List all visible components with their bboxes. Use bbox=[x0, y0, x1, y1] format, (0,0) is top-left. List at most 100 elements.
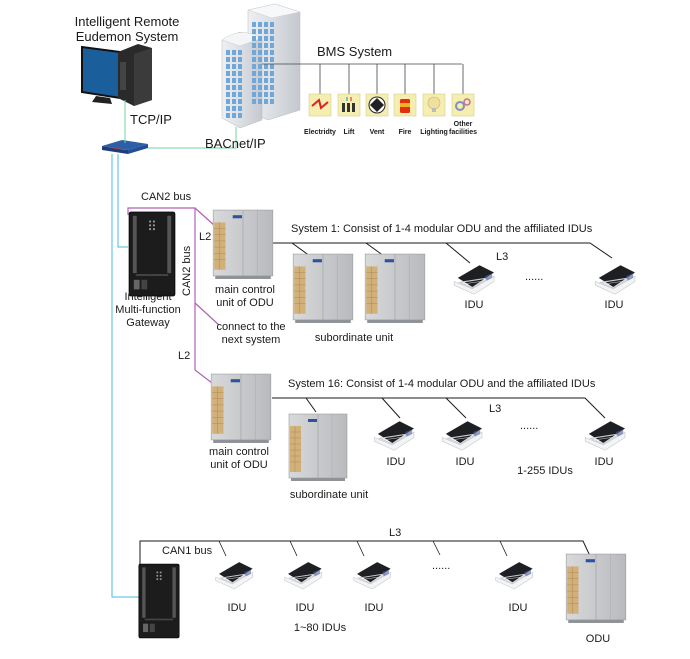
window bbox=[270, 22, 274, 27]
window bbox=[252, 78, 256, 83]
window bbox=[238, 99, 242, 104]
window bbox=[238, 64, 242, 69]
gateway-link-2 bbox=[117, 154, 128, 248]
idu-label: IDU bbox=[508, 602, 528, 614]
can2-bus-vertical-label: CAN2 bus bbox=[181, 245, 193, 296]
bms-item-label: Fire bbox=[398, 129, 412, 136]
elevator-icon bbox=[337, 93, 361, 117]
can1-bus-label: CAN1 bus bbox=[162, 545, 213, 557]
gateway-label-line1: Intelligent bbox=[124, 291, 172, 303]
system1-ellipsis: ...... bbox=[525, 271, 544, 283]
system1-bus-line bbox=[272, 242, 613, 259]
gears-icon bbox=[451, 93, 475, 117]
window bbox=[226, 113, 230, 118]
window bbox=[270, 99, 274, 104]
system16-ellipsis: ...... bbox=[520, 420, 539, 432]
bms-item-label: Vent bbox=[369, 129, 385, 136]
window bbox=[252, 22, 256, 27]
can1-ellipsis: ...... bbox=[432, 560, 451, 572]
window bbox=[252, 36, 256, 41]
can2-bus-line bbox=[127, 207, 196, 370]
bms-item-label: Other facilities bbox=[448, 121, 478, 136]
window bbox=[264, 85, 268, 90]
window bbox=[270, 71, 274, 76]
window bbox=[252, 64, 256, 69]
window bbox=[258, 78, 262, 83]
l2-label: L2 bbox=[199, 231, 212, 243]
window bbox=[238, 78, 242, 83]
window bbox=[226, 71, 230, 76]
idu-icon bbox=[495, 561, 534, 590]
window bbox=[226, 57, 230, 62]
window bbox=[226, 106, 230, 111]
window bbox=[238, 50, 242, 55]
window bbox=[252, 85, 256, 90]
idu-label: IDU bbox=[604, 299, 624, 311]
odu-main-system16-icon bbox=[210, 373, 272, 444]
idu-label: IDU bbox=[594, 456, 614, 468]
window bbox=[258, 99, 262, 104]
window bbox=[270, 78, 274, 83]
can1-bus-line bbox=[139, 540, 591, 565]
idu-icon bbox=[584, 420, 626, 451]
idu-label: IDU bbox=[386, 456, 406, 468]
idu-icon bbox=[594, 264, 636, 295]
odu-sub-system16-icon bbox=[288, 413, 348, 482]
system16-subordinate-label: subordinate unit bbox=[289, 489, 369, 501]
window bbox=[232, 113, 236, 118]
can2-to-odu1 bbox=[194, 207, 216, 227]
window bbox=[264, 71, 268, 76]
connection-lines bbox=[111, 63, 613, 598]
window bbox=[270, 57, 274, 62]
window bbox=[258, 29, 262, 34]
can1-l3-label: L3 bbox=[389, 527, 402, 539]
eudemon-computer-icon bbox=[81, 44, 152, 106]
gateway-device-icon bbox=[128, 211, 176, 297]
bms-title: BMS System bbox=[317, 44, 393, 59]
window bbox=[252, 43, 256, 48]
odu-sub1-system1-icon bbox=[292, 253, 354, 324]
idu-icon bbox=[284, 561, 323, 590]
window bbox=[270, 43, 274, 48]
window bbox=[226, 64, 230, 69]
window bbox=[238, 92, 242, 97]
window bbox=[238, 113, 242, 118]
window bbox=[232, 106, 236, 111]
idu-icon bbox=[453, 264, 495, 295]
window bbox=[258, 57, 262, 62]
window bbox=[226, 85, 230, 90]
idu-icon bbox=[353, 561, 392, 590]
window bbox=[226, 92, 230, 97]
bms-item-label: Electridty bbox=[304, 129, 336, 136]
window bbox=[270, 85, 274, 90]
window bbox=[258, 36, 262, 41]
window bbox=[264, 29, 268, 34]
tcpip-label: TCP/IP bbox=[130, 112, 172, 127]
window bbox=[264, 92, 268, 97]
window bbox=[258, 43, 262, 48]
window bbox=[264, 64, 268, 69]
window bbox=[232, 71, 236, 76]
window bbox=[252, 57, 256, 62]
system16-l3-label: L3 bbox=[489, 403, 502, 415]
window bbox=[226, 50, 230, 55]
bms-item-label: Lighting bbox=[420, 129, 448, 136]
odu-main-system1-icon bbox=[212, 209, 274, 280]
window bbox=[270, 92, 274, 97]
odu-sub2-system1-icon bbox=[364, 253, 426, 324]
window bbox=[238, 71, 242, 76]
window bbox=[258, 22, 262, 27]
eudemon-label-line2: Eudemon System bbox=[75, 29, 179, 44]
system1-title: System 1: Consist of 1-4 modular ODU and… bbox=[291, 223, 593, 235]
window bbox=[232, 50, 236, 55]
fan-icon bbox=[365, 93, 389, 117]
system1-l3-label: L3 bbox=[496, 251, 509, 263]
window bbox=[258, 92, 262, 97]
next-system-label-line2: next system bbox=[221, 334, 281, 346]
can2-next-system bbox=[194, 302, 220, 326]
window bbox=[264, 22, 268, 27]
network-switch-icon bbox=[102, 140, 148, 154]
bms-item-label: Lift bbox=[343, 129, 355, 136]
lightbulb-icon bbox=[422, 93, 446, 117]
